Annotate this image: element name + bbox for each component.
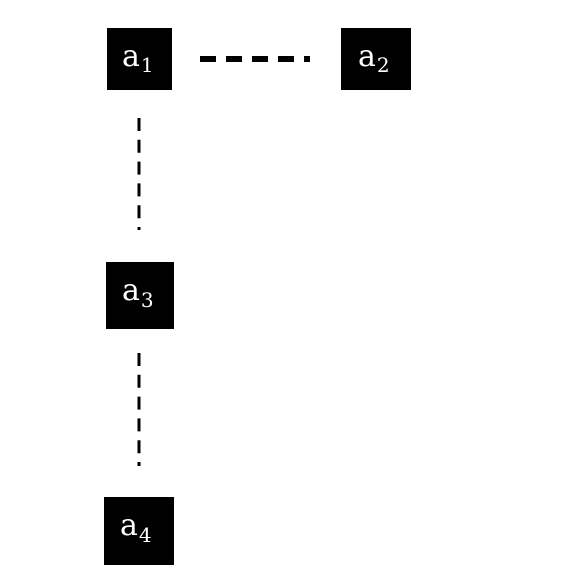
node-a3-box [106, 262, 174, 329]
node-a2: a2 [341, 28, 411, 90]
node-a2-subscript: 2 [377, 53, 390, 77]
node-a2-label: a2 [358, 39, 390, 77]
node-a1-base: a [122, 39, 140, 74]
node-a1-subscript: 1 [141, 53, 154, 77]
node-a2-base: a [358, 39, 376, 74]
node-a4-subscript: 4 [139, 523, 152, 547]
node-a1-box [107, 28, 172, 90]
node-a4: a4 [104, 497, 174, 565]
node-a1: a1 [107, 28, 172, 90]
node-a3: a3 [106, 262, 174, 329]
node-a2-box [341, 28, 411, 90]
node-a3-subscript: 3 [141, 288, 154, 312]
node-a4-label: a4 [120, 508, 152, 547]
node-a3-label: a3 [122, 273, 154, 312]
node-a4-base: a [120, 508, 138, 543]
node-a1-label: a1 [122, 39, 154, 77]
node-a4-box [104, 497, 174, 565]
node-a3-base: a [122, 273, 140, 308]
